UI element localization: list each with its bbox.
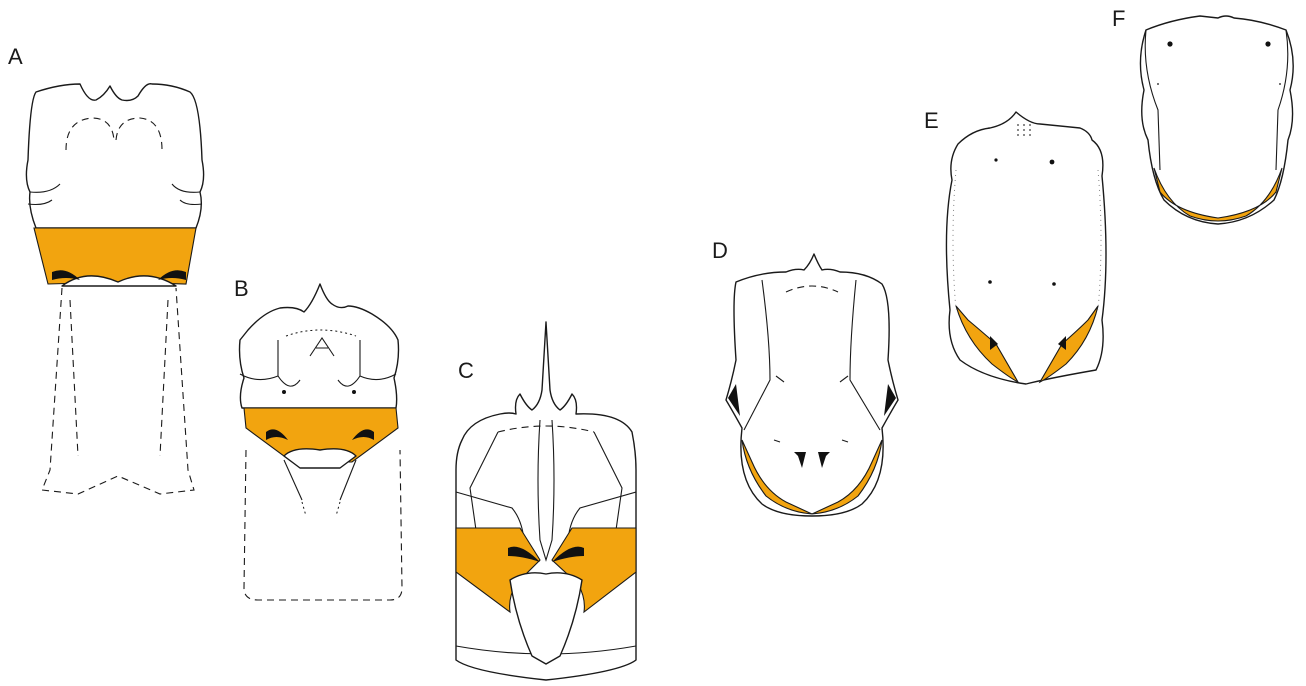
panel-a-inner-dashed-left [70, 300, 78, 456]
panel-label-b: B [234, 276, 249, 301]
panel-e: E [924, 108, 1106, 384]
panel-f-speck-right [1279, 83, 1281, 85]
panel-label-e: E [924, 108, 939, 133]
panel-b-v-dots [302, 502, 340, 516]
panel-a: A [8, 44, 204, 494]
panel-a-head-outline [26, 84, 203, 228]
panel-b-dot-right [352, 390, 356, 394]
panel-b-lower-dashed-outline [244, 450, 402, 600]
panel-b-dot-left [282, 390, 286, 394]
panel-e-dot-lower-right [1052, 282, 1056, 286]
panel-f-speck-left [1157, 83, 1159, 85]
panel-b: B [234, 276, 402, 600]
panel-label-c: C [458, 358, 474, 383]
panel-f-dot-right [1265, 41, 1270, 46]
panel-label-d: D [712, 238, 728, 263]
panel-a-lower-dashed-outline [42, 288, 194, 494]
panel-label-f: F [1112, 6, 1125, 31]
panel-c: C [456, 322, 636, 680]
panel-f: F [1112, 6, 1293, 224]
panel-d: D [712, 238, 898, 516]
panel-e-dot-lower-left [988, 280, 992, 284]
panel-e-dot-upper-left [994, 158, 997, 161]
panel-f-dot-left [1167, 41, 1172, 46]
panel-label-a: A [8, 44, 23, 69]
panel-a-inner-dashed-right [160, 300, 168, 456]
panel-b-head-outline [240, 284, 399, 408]
panel-d-body-outline [726, 254, 898, 516]
panel-b-central-plate [284, 449, 356, 468]
panel-e-dot-upper-right [1050, 160, 1055, 165]
